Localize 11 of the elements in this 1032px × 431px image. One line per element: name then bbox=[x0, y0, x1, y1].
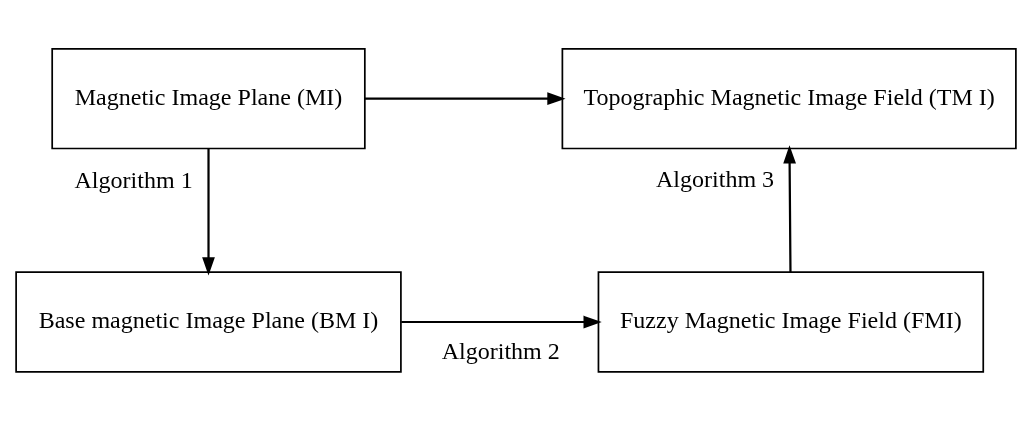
node-box: Topographic Magnetic Image Field (TM I) bbox=[561, 48, 1017, 150]
node-box: Base magnetic Image Plane (BM I) bbox=[15, 271, 402, 373]
edge-label: Algorithm 3 bbox=[656, 166, 775, 193]
arrow bbox=[365, 92, 566, 106]
node-box: Magnetic Image Plane (MI) bbox=[51, 48, 366, 150]
edge-label: Algorithm 2 bbox=[441, 338, 560, 365]
arrow bbox=[202, 148, 215, 276]
node-box: Fuzzy Magnetic Image Field (FMI) bbox=[597, 271, 985, 373]
arrow bbox=[401, 315, 602, 329]
arrow bbox=[783, 145, 796, 273]
edge-label: Algorithm 1 bbox=[74, 166, 193, 193]
